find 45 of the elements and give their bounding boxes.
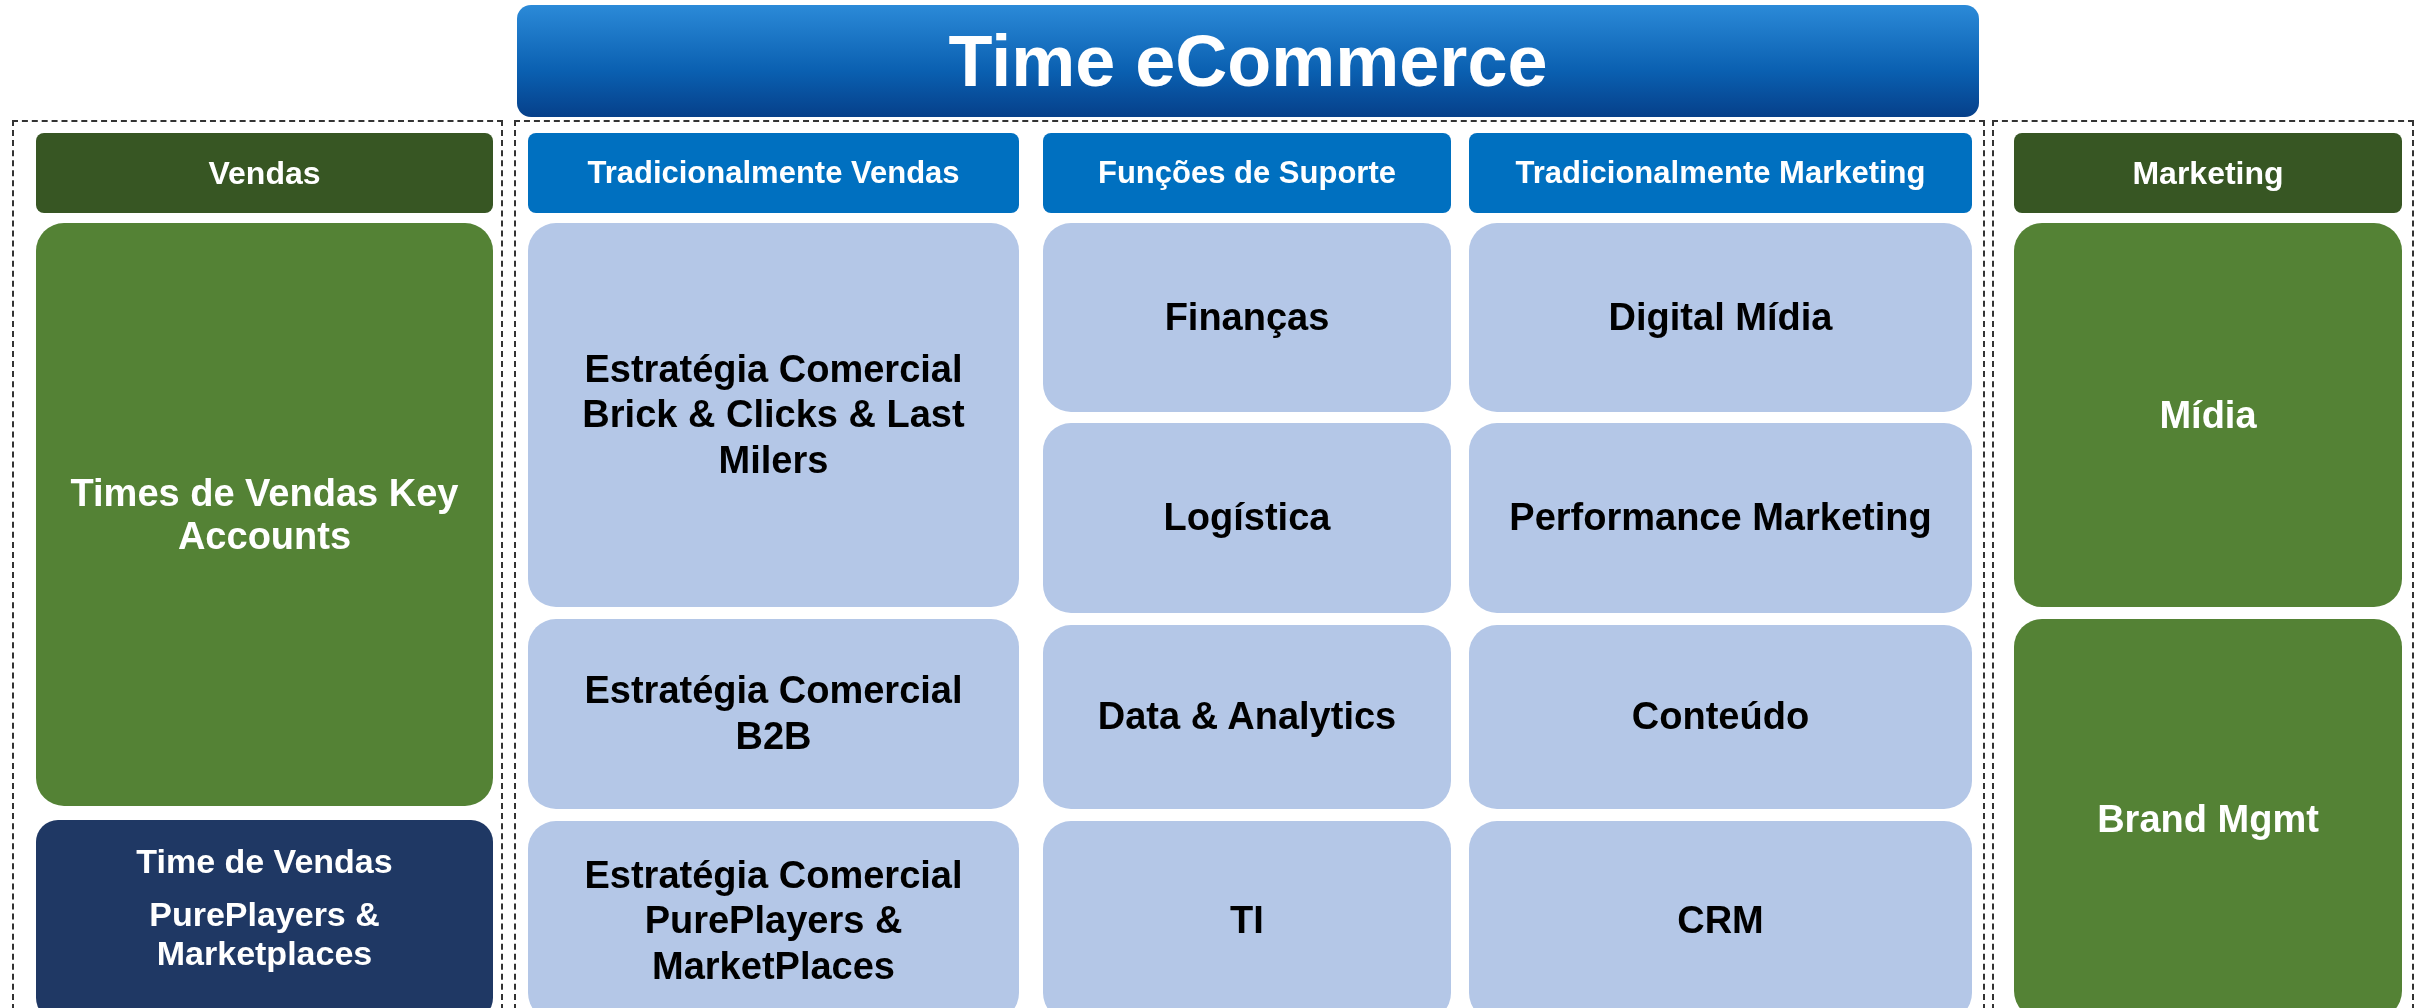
column-header <box>36 133 493 213</box>
dashed-region <box>514 120 1985 1008</box>
box-label: Tradicionalmente Vendas <box>586 156 961 190</box>
box-label: Estratégia Comercial Brick & Clicks & Last Milers <box>581 346 966 483</box>
function-box <box>528 821 1019 1008</box>
function-box <box>1043 821 1451 1008</box>
box-label: Vendas <box>207 154 322 192</box>
function-box <box>1043 423 1451 613</box>
box-label: Funções de Suporte <box>1097 156 1397 190</box>
dashed-region <box>1992 120 2414 1008</box>
column-header <box>2014 133 2402 213</box>
box-label: Logística <box>1162 495 1332 541</box>
box-label: Data & Analytics <box>1096 694 1398 740</box>
title-banner: Time eCommerce <box>517 5 1979 117</box>
box-label: Mídia <box>2158 393 2258 437</box>
box-heading: Time de Vendas <box>135 842 394 881</box>
box-label: Brand Mgmt <box>2096 797 2320 841</box>
function-box <box>1043 223 1451 412</box>
team-box <box>36 820 493 1008</box>
function-box <box>1469 423 1972 613</box>
box-label: CRM <box>1676 898 1765 944</box>
box-label: Tradicionalmente Marketing <box>1514 156 1927 190</box>
column-header <box>528 133 1019 213</box>
box-label: Times de Vendas Key Accounts <box>69 471 460 558</box>
box-label: Estratégia Comercial PurePlayers & MarketPlaces <box>583 852 964 989</box>
box-label: PurePlayers & Marketplaces <box>148 895 381 973</box>
function-box <box>1469 625 1972 809</box>
box-label: Estratégia Comercial B2B <box>583 668 964 759</box>
function-box <box>1043 625 1451 809</box>
box-label: TI <box>1229 898 1265 944</box>
column-header <box>1469 133 1972 213</box>
dashed-region <box>12 120 503 1008</box>
box-label: Conteúdo <box>1630 694 1811 740</box>
team-box <box>36 223 493 806</box>
function-box <box>528 223 1019 607</box>
function-box <box>1469 821 1972 1008</box>
box-label: Marketing <box>2131 154 2285 192</box>
team-box <box>2014 223 2402 607</box>
column-header <box>1043 133 1451 213</box>
box-label: Digital Mídia <box>1607 294 1834 340</box>
function-box <box>1469 223 1972 412</box>
box-label: Performance Marketing <box>1508 495 1933 541</box>
box-label: Finanças <box>1163 294 1331 340</box>
function-box <box>528 619 1019 809</box>
team-box <box>2014 619 2402 1008</box>
